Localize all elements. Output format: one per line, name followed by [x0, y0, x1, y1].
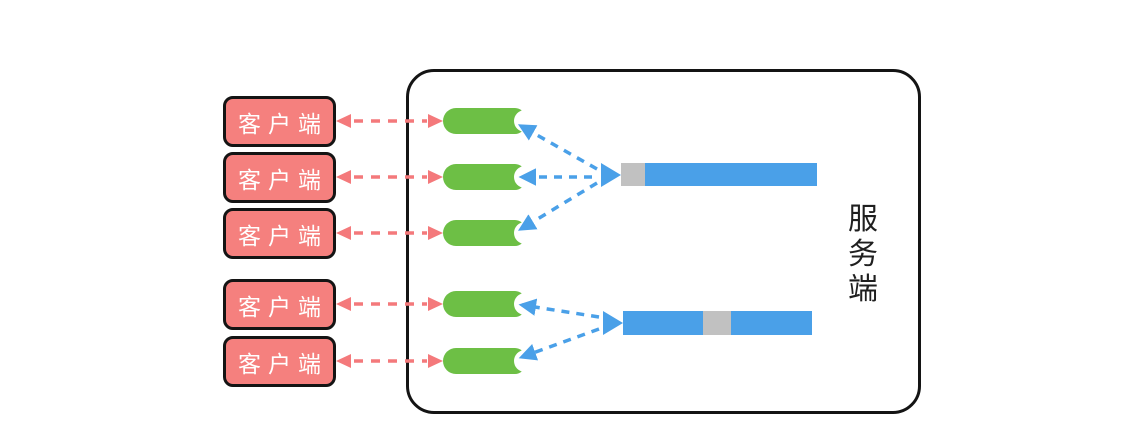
- client-box-3: 客户端: [223, 208, 336, 259]
- client-label: 客户端: [238, 166, 328, 193]
- server-label-char: 务: [848, 238, 878, 271]
- server-label-char: 服: [848, 203, 878, 236]
- client-label: 客户端: [238, 110, 328, 137]
- client-box-1: 客户端: [223, 96, 336, 147]
- server-label-char: 端: [848, 273, 878, 306]
- queue-bar-2: [623, 311, 812, 335]
- queue-2-gray-segment: [703, 311, 731, 335]
- client-label: 客户端: [238, 222, 328, 249]
- thread-pill-1: [443, 108, 536, 134]
- queue-1-gray-segment: [621, 163, 645, 186]
- queue-bar-1: [621, 163, 817, 186]
- thread-pill-5: [443, 348, 536, 374]
- queue-2-blue-segment-1: [623, 311, 703, 335]
- queue-1-blue-segment: [645, 163, 817, 186]
- client-box-5: 客户端: [223, 336, 336, 387]
- left-arrowhead-icon: [336, 170, 351, 184]
- server-label: 服 务 端: [843, 204, 883, 306]
- left-arrowhead-icon: [336, 354, 351, 368]
- queue-2-blue-segment-2: [731, 311, 812, 335]
- left-arrowhead-icon: [336, 226, 351, 240]
- client-box-2: 客户端: [223, 152, 336, 203]
- left-arrowhead-icon: [336, 114, 351, 128]
- thread-pill-4: [443, 291, 536, 317]
- thread-pill-3: [443, 220, 536, 246]
- client-box-4: 客户端: [223, 279, 336, 330]
- client-label: 客户端: [238, 350, 328, 377]
- client-label: 客户端: [238, 293, 328, 320]
- thread-pill-2: [443, 164, 536, 190]
- left-arrowhead-icon: [336, 297, 351, 311]
